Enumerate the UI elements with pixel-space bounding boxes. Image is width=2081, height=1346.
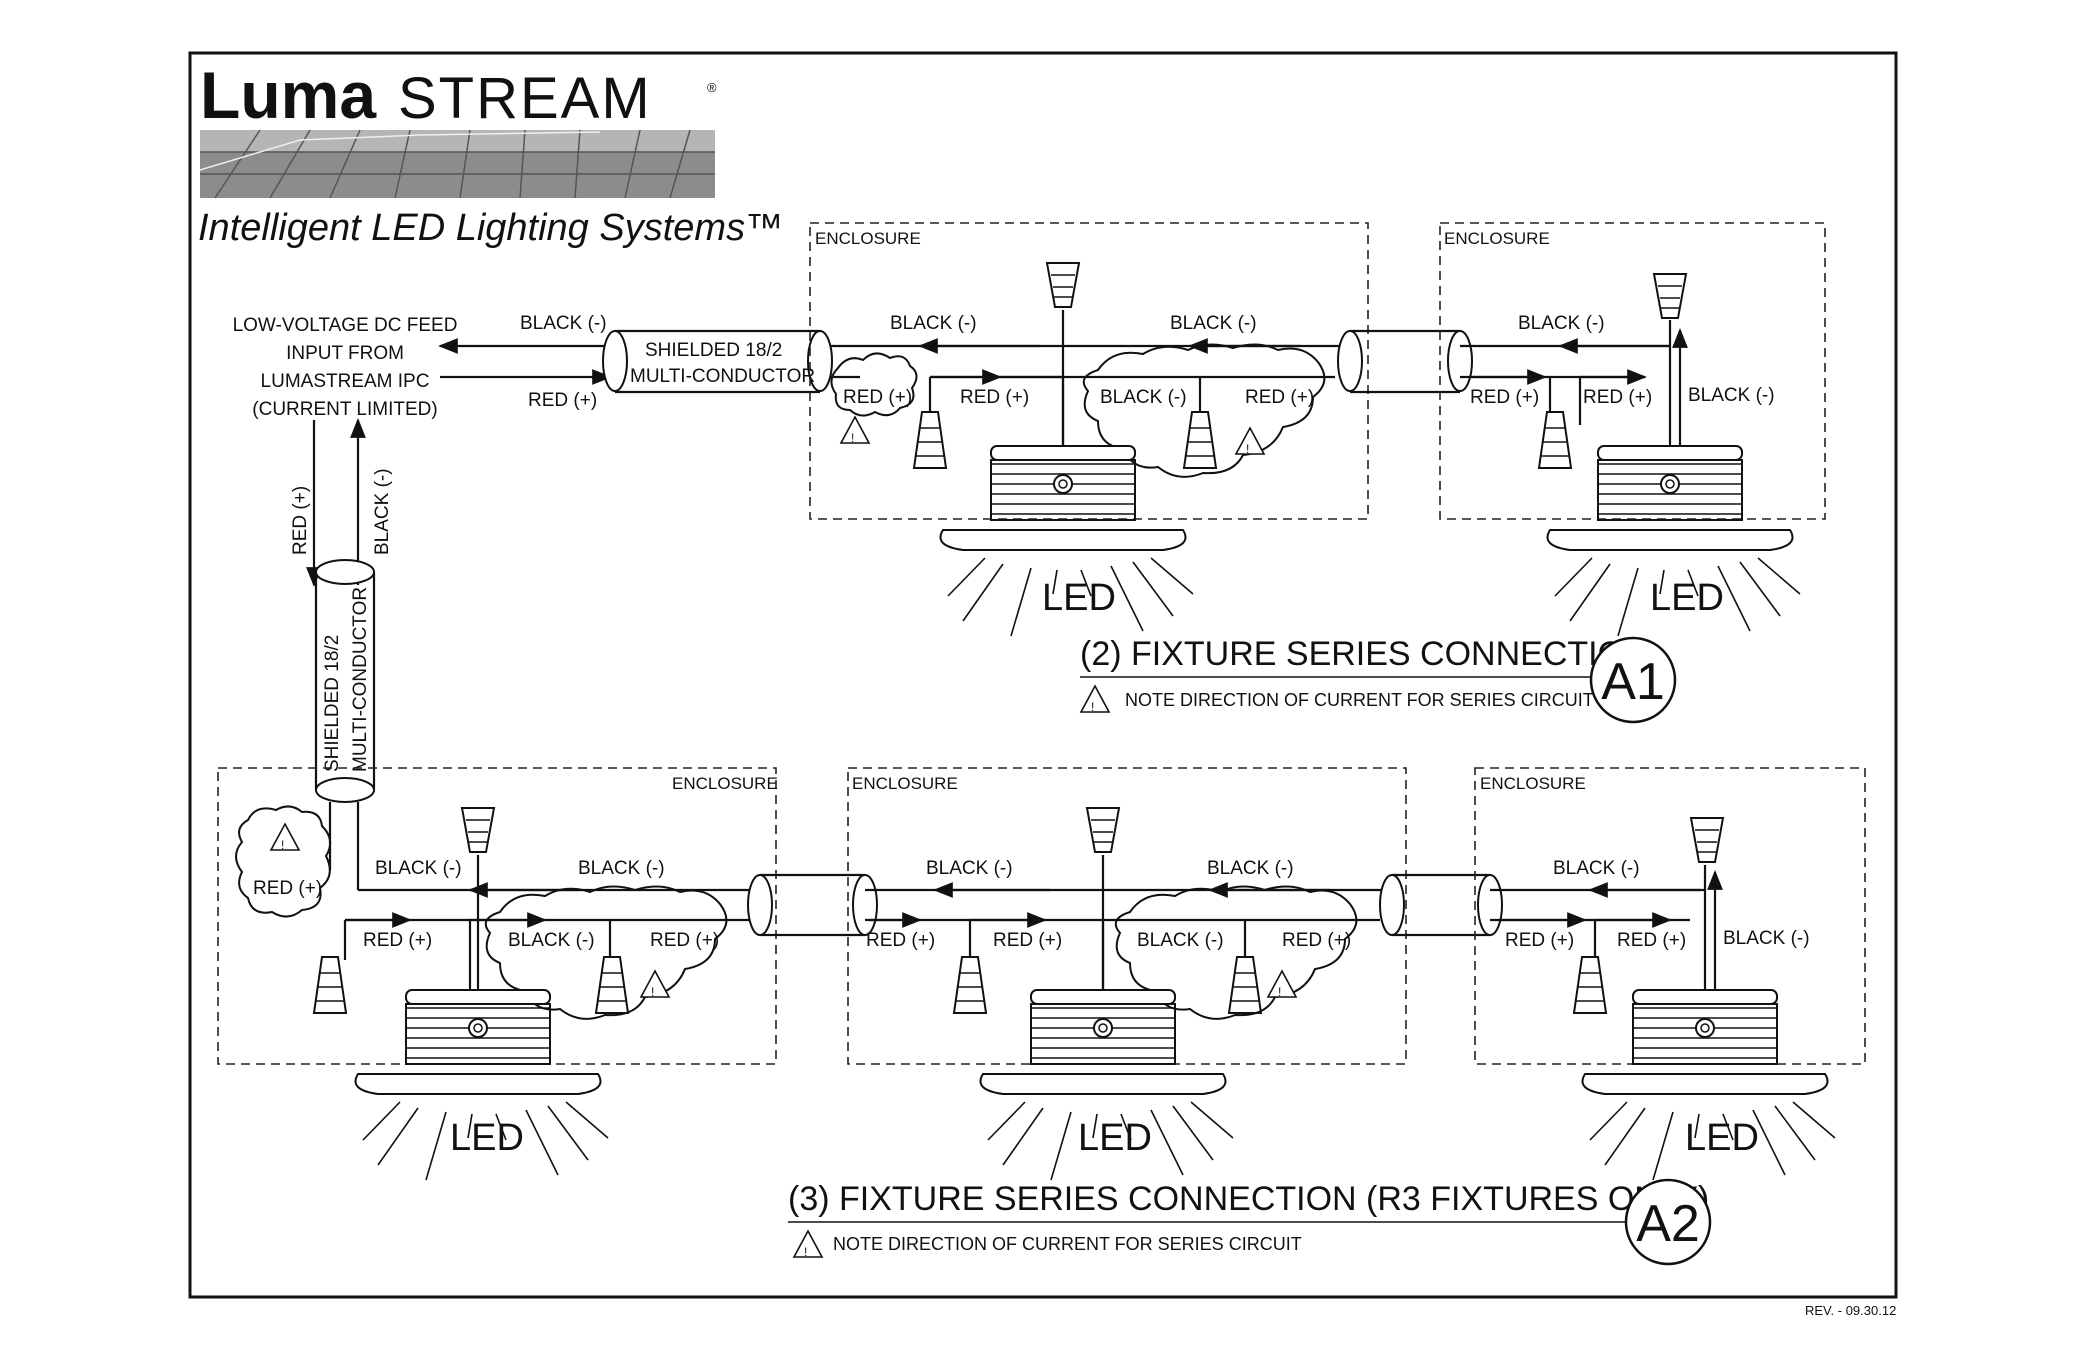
a2-enclosure-1-label: ENCLOSURE [672,774,778,793]
logo-banner [199,129,715,199]
a2-note: NOTE DIRECTION OF CURRENT FOR SERIES CIR… [833,1234,1302,1254]
a1-enc1-black-left: BLACK (-) [890,313,977,334]
feed-line-1: LOW-VOLTAGE DC FEED [233,315,458,336]
a2-title: (3) FIXTURE SERIES CONNECTION (R3 FIXTUR… [788,1180,1709,1218]
a2-led-2-label: LED [1078,1117,1152,1159]
a1-warning-2-mark: ! [1246,442,1249,456]
feed-line-4: (CURRENT LIMITED) [252,399,437,420]
a2-enc1-black-left: BLACK (-) [375,858,462,879]
a1-cable-line2: MULTI-CONDUCTOR [630,366,815,387]
a1-enc1-red-left: RED (+) [843,387,912,408]
a2-enc1-black-right: BLACK (-) [578,858,665,879]
a2-enc2-black-right: BLACK (-) [1207,858,1294,879]
vertical-black-label: BLACK (-) [372,468,393,555]
a1-warning-1-mark: ! [851,431,854,445]
a1-title: (2) FIXTURE SERIES CONNECTION [1080,635,1649,673]
a2-enc2-red-mid: RED (+) [993,930,1062,951]
a2-warning-2 [640,970,670,998]
a1-enclosure-2-label: ENCLOSURE [1444,229,1550,248]
a2-enc1-red-cloud: RED (+) [253,878,322,899]
a2-enc3-red-right: RED (+) [1617,930,1686,951]
a1-input-red-label: RED (+) [528,390,597,411]
a1-enc1-black-mid: BLACK (-) [1100,387,1187,408]
a2-warning-3 [1267,970,1297,998]
feed-line-3: LUMASTREAM IPC [261,371,430,392]
a1-note: NOTE DIRECTION OF CURRENT FOR SERIES CIR… [1125,690,1594,710]
logo-luma: Luma [200,58,377,132]
a2-note-mark: ! [804,1245,807,1259]
a2-enclosure-3 [1474,767,1866,1065]
a2-cloud-2 [484,885,728,1020]
a2-enc2-red-right: RED (+) [1282,930,1351,951]
a1-enc1-black-right: BLACK (-) [1170,313,1257,334]
logo-stream: STREAM [398,66,652,131]
a1-enc2-red-right: RED (+) [1583,387,1652,408]
vertical-red-label: RED (+) [290,486,311,555]
a1-led-1-label: LED [1042,577,1116,619]
a2-cloud-3 [1114,885,1358,1020]
a1-input-cable: SHIELDED 18/2 MULTI-CONDUCTOR [602,329,833,394]
a1-link-cable [1337,329,1473,394]
a1-enc1-red-mid: RED (+) [960,387,1029,408]
a2-enc1-red-mid: RED (+) [363,930,432,951]
a1-badge [1589,636,1677,724]
feed-label: LOW-VOLTAGE DC FEED INPUT FROM LUMASTREA… [233,315,458,420]
a2-enc2-black-left: BLACK (-) [926,858,1013,879]
a2-badge-text: A2 [1636,1195,1700,1253]
brand-logo: Luma STREAM ® Intelligent LED Lighting S… [198,58,783,249]
diagram-a2: ENCLOSURE BLACK (-) BLACK (-) RED (+) RE… [217,767,1866,1266]
a2-enc2-red-left: RED (+) [866,930,935,951]
revision-label: REV. - 09.30.12 [1805,1303,1896,1318]
a2-enc3-black-top: BLACK (-) [1553,858,1640,879]
a1-enc2-black-right: BLACK (-) [1688,385,1775,406]
vertical-feed: RED (+) BLACK (-) SHIELDED 18/2 MULTI-CO… [290,418,393,803]
a1-input-black-label: BLACK (-) [520,313,607,334]
a1-cloud-1 [830,352,918,417]
a2-warning-1 [270,823,300,851]
a2-warning-1-mark: ! [281,838,284,852]
page-frame [188,51,1898,1299]
a2-enc1-black-mid: BLACK (-) [508,930,595,951]
a2-enc3-red-left: RED (+) [1505,930,1574,951]
brand-tagline: Intelligent LED Lighting Systems™ [198,207,783,249]
diagram-a1: BLACK (-) RED (+) SHIELDED 18/2 MULTI-CO… [438,222,1826,724]
a2-led-3-label: LED [1685,1117,1759,1159]
a1-cloud-2 [1082,343,1326,478]
a1-enc2-black-top: BLACK (-) [1518,313,1605,334]
a2-enclosure-2-label: ENCLOSURE [852,774,958,793]
a2-enc1-red-right: RED (+) [650,930,719,951]
a2-badge [1624,1178,1712,1266]
a2-link-cable-1 [747,873,878,937]
a2-enc2-black-mid: BLACK (-) [1137,930,1224,951]
a1-warning-2 [1235,427,1265,455]
a2-warning-2-mark: ! [651,985,654,999]
a2-led-1-label: LED [450,1117,524,1159]
a1-warning-1 [840,416,870,444]
feed-line-2: INPUT FROM [286,343,404,364]
a2-enclosure-2 [847,767,1407,1065]
a1-cable-line1: SHIELDED 18/2 [645,340,782,361]
a1-note-mark: ! [1091,700,1094,714]
vertical-cable-line1: SHIELDED 18/2 [322,635,343,772]
a2-warning-3-mark: ! [1278,985,1281,999]
a2-link-cable-2 [1379,873,1503,937]
a1-enc1-red-right: RED (+) [1245,387,1314,408]
vertical-cable-line2: MULTI-CONDUCTOR [350,587,371,772]
a2-enc3-black-right: BLACK (-) [1723,928,1810,949]
a2-enclosure-3-label: ENCLOSURE [1480,774,1586,793]
a1-led-2-label: LED [1650,577,1724,619]
a1-enclosure-1-label: ENCLOSURE [815,229,921,248]
a2-cloud-1 [235,805,332,918]
a1-badge-text: A1 [1601,653,1665,711]
a1-enc2-red-left: RED (+) [1470,387,1539,408]
logo-registered: ® [707,80,717,95]
